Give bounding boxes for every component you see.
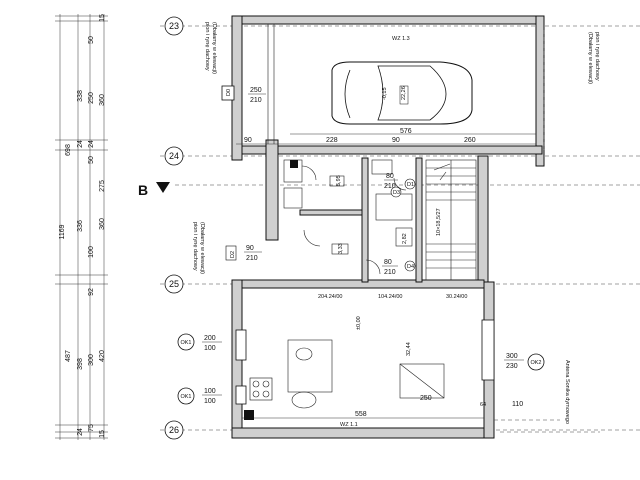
window-right-note: Antena Sonika dymowego bbox=[564, 360, 570, 424]
roof-note-left-1: pion i rynę dachowy bbox=[204, 22, 210, 71]
living-wall-mark: WZ 1.1 bbox=[340, 422, 358, 428]
door-d2-h: 210 bbox=[246, 255, 258, 262]
dim-mid-2: 250 bbox=[88, 92, 95, 104]
hdim-4: 260 bbox=[464, 137, 476, 144]
dim-in-1: 338 bbox=[77, 90, 84, 102]
dim-in-5: 24 bbox=[77, 428, 84, 436]
dim-mid-3: 24 bbox=[88, 140, 95, 148]
hdim-3: 90 bbox=[392, 137, 400, 144]
exterior-lines bbox=[244, 30, 600, 433]
wall-hatch bbox=[267, 24, 275, 144]
dim-sub2: 487 bbox=[65, 350, 72, 362]
axis-ok1-top: OK1 bbox=[180, 340, 191, 346]
axis-ok1-bottom: OK1 bbox=[180, 394, 191, 400]
door-d4-w: 80 bbox=[384, 259, 392, 266]
axis-ok2: OK2 bbox=[530, 360, 541, 366]
roof-note-mid-2: (Dbałamy w elewacji) bbox=[199, 222, 205, 274]
area-closet: 5,95 bbox=[336, 175, 342, 186]
dim-mid-1: 50 bbox=[88, 36, 95, 44]
dim-sub: 698 bbox=[65, 144, 72, 156]
windows: 200 100 100 100 300 230 Antena Sonika dy… bbox=[202, 319, 570, 424]
window-ok2-w: 300 bbox=[506, 353, 518, 360]
hdim-558: 558 bbox=[355, 411, 367, 418]
door-d1-w: 80 bbox=[386, 173, 394, 180]
hdim-2: 228 bbox=[326, 137, 338, 144]
dim-outer-2: 360 bbox=[99, 94, 106, 106]
window-ok1b-w: 100 bbox=[204, 388, 216, 395]
dim-mid-8: 75 bbox=[88, 424, 95, 432]
car-icon bbox=[331, 61, 473, 125]
dim-mid-4: 50 bbox=[88, 156, 95, 164]
door-d0-w: 250 bbox=[250, 87, 262, 94]
window-ok1-h: 100 bbox=[204, 345, 216, 352]
dim-mid-6: 92 bbox=[88, 288, 95, 296]
dim-outer-1: 15 bbox=[99, 14, 106, 22]
horizontal-dims: 90 228 90 260 558 250 110 64 bbox=[236, 137, 536, 419]
axis-24: 24 bbox=[169, 151, 179, 161]
door-d3-id: D3 bbox=[393, 190, 400, 196]
dim-outer-5: 420 bbox=[99, 350, 106, 362]
door-d2-w: 90 bbox=[246, 245, 254, 252]
middle-zone: 3,33 2,82 5,95 80 210 D1 D3 D2 90 210 80… bbox=[192, 159, 416, 276]
roof-note-mid-1: pion i rynę dachowy bbox=[192, 222, 198, 271]
hdim-110: 110 bbox=[512, 401, 523, 408]
dim-in-2: 24 bbox=[77, 140, 84, 148]
roof-note-right-1: pion i rynę dachowy bbox=[594, 32, 600, 81]
axis-25: 25 bbox=[169, 279, 179, 289]
level-mark-3: 30.24/00 bbox=[446, 294, 467, 300]
section-marker-label: B bbox=[138, 182, 148, 198]
roof-note-right-2: (Dbałamy w elewacji) bbox=[587, 32, 593, 84]
level-mark-1: 204.24/00 bbox=[318, 294, 342, 300]
living-level: ±0,00 bbox=[356, 316, 362, 330]
door-d0-id: D0 bbox=[226, 89, 232, 96]
roof-note-left-2: (Dbałamy w elewacji) bbox=[211, 22, 217, 74]
garage: -0,15 WZ 1.3 22,26 D0 250 210 pion i ryn… bbox=[204, 22, 600, 135]
dim-outer-3: 275 bbox=[99, 180, 106, 192]
dim-mid-7: 300 bbox=[88, 354, 95, 366]
staircase: 10×18,5/27 bbox=[425, 159, 477, 281]
window-ok1b-h: 100 bbox=[204, 398, 216, 405]
hdim-1: 90 bbox=[244, 137, 252, 144]
window-ok2-h: 230 bbox=[506, 363, 518, 370]
area-hall: 3,33 bbox=[338, 243, 344, 254]
dim-total: 1169 bbox=[59, 224, 66, 239]
dim-mid-5: 100 bbox=[88, 246, 95, 258]
dim-in-3: 336 bbox=[77, 220, 84, 232]
door-d4-h: 210 bbox=[384, 269, 396, 276]
door-d0-h: 210 bbox=[250, 97, 262, 104]
garage-width: 576 bbox=[400, 128, 412, 135]
level-mark-2: 104.24/00 bbox=[378, 294, 402, 300]
door-d4-id: D4 bbox=[407, 264, 414, 270]
axis-23: 23 bbox=[169, 21, 179, 31]
door-d1-h: 210 bbox=[384, 183, 396, 190]
dim-outer-4: 360 bbox=[99, 218, 106, 230]
garage-area: 22,26 bbox=[401, 86, 407, 100]
hdim-250: 250 bbox=[420, 395, 432, 402]
living-area: 32,44 bbox=[406, 342, 412, 356]
garage-level: -0,15 bbox=[382, 87, 388, 100]
dim-in-4: 398 bbox=[77, 358, 84, 370]
garage-wall-mark: WZ 1.3 bbox=[392, 36, 410, 42]
area-bath: 2,82 bbox=[402, 233, 408, 244]
window-ok1-w: 200 bbox=[204, 335, 216, 342]
hdim-64: 64 bbox=[480, 402, 486, 408]
door-d2-id: D2 bbox=[230, 251, 236, 258]
stairs-label: 10×18,5/27 bbox=[436, 208, 442, 236]
axis-26: 26 bbox=[169, 425, 179, 435]
dim-outer-6: 15 bbox=[99, 430, 106, 438]
door-d1-id: D1 bbox=[407, 182, 414, 188]
left-dimension-chain: 1169 698 487 15 360 275 360 420 15 50 25… bbox=[55, 14, 108, 440]
living-room: 32,44 ±0,00 WZ 1.1 204.24/00 104.24/00 3… bbox=[249, 294, 467, 428]
